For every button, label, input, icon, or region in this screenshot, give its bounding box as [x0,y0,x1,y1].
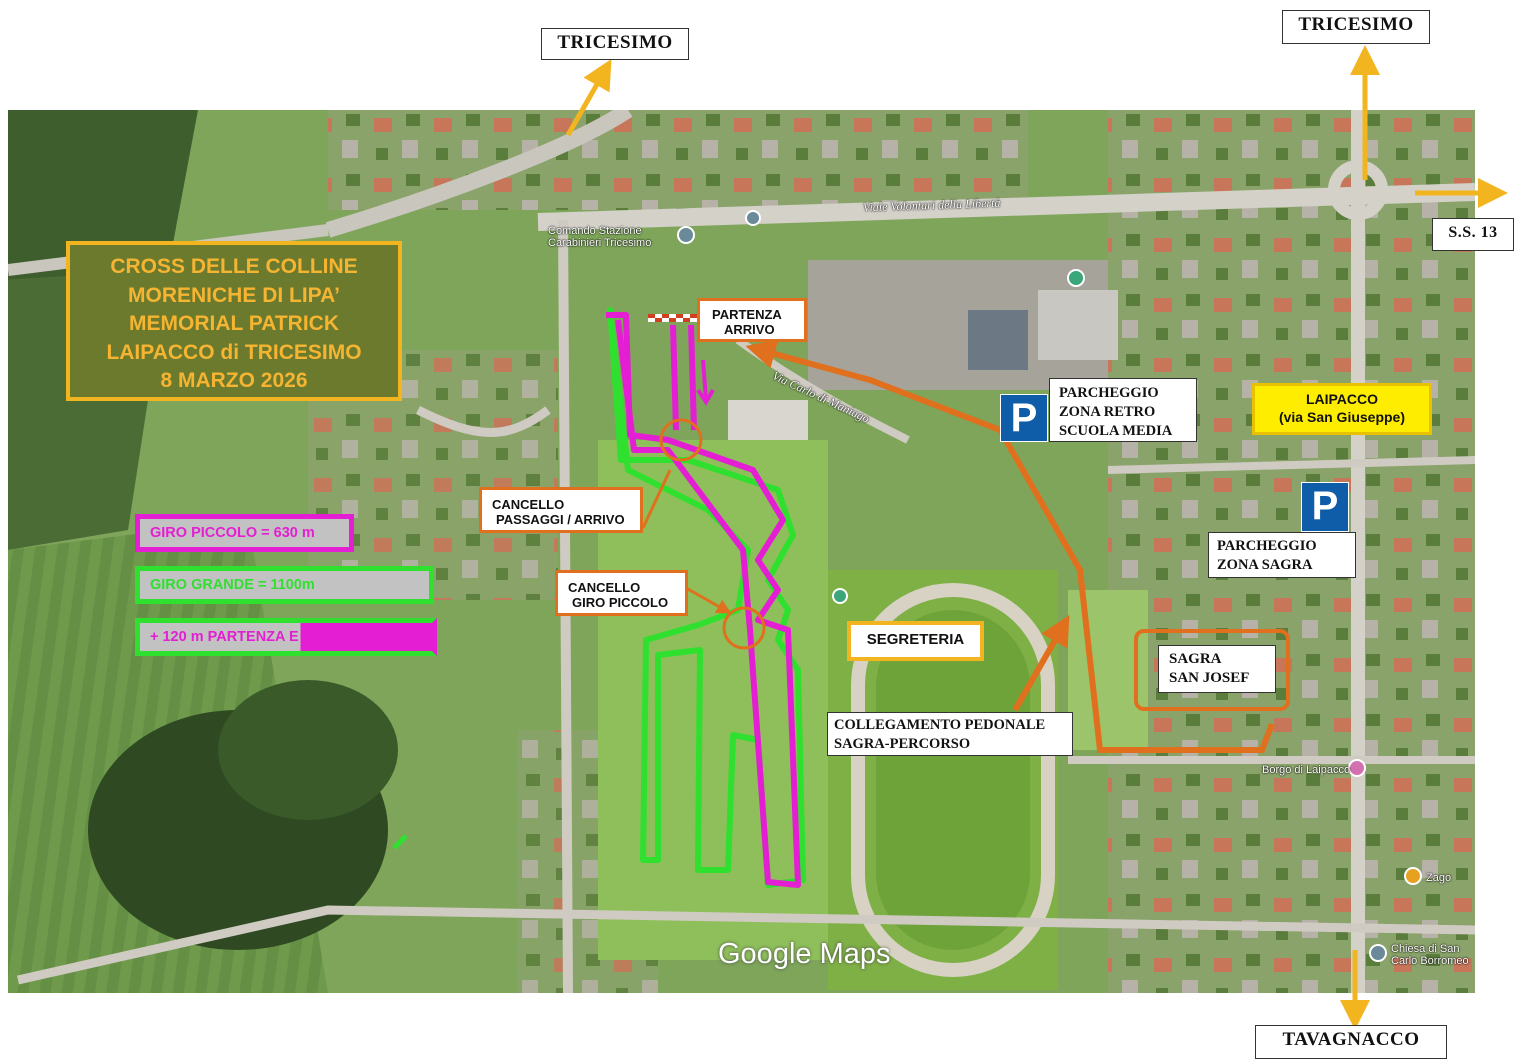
legend-giro-grande: GIRO GRANDE = 1100m [135,566,434,604]
direction-ss13: S.S. 13 [1432,218,1514,251]
dark-field [8,110,198,280]
label-parcheggio-sagra-line2: ZONA SAGRA [1217,557,1313,573]
google-maps-logo: Google Maps [718,938,891,970]
parking-icon-scuola: P [1000,394,1048,442]
label-segreteria: SEGRETERIA [847,621,984,661]
label-arrivo: ARRIVO [724,322,775,337]
label-laipacco-line2: (via San Giuseppe) [1278,409,1406,425]
zago-label: Zago [1426,872,1452,884]
chiesa-label: Chiesa di San Carlo Borromeo [1391,943,1469,967]
track-infield [876,610,1030,950]
label-partenza-arrivo: PARTENZA ARRIVO [697,298,807,342]
label-parcheggio-sagra: PARCHEGGIO ZONA SAGRA [1208,532,1356,578]
label-partenza: PARTENZA [712,307,782,322]
label-parcheggio-retro-line1: PARCHEGGIO [1059,385,1159,401]
gate-passaggi-circle [659,418,703,462]
road-south [17,905,1475,985]
poi-pin-icon[interactable] [745,210,761,226]
gym-roof [1038,290,1118,360]
green-marker [392,834,408,850]
legend-giro-piccolo: GIRO PICCOLO = 630 m [135,514,354,552]
label-laipacco: LAIPACCO (via San Giuseppe) [1252,383,1432,435]
label-cancello-passaggi-line1: CANCELLO [492,497,565,512]
borgo-label: Borgo di Laipacco [1262,764,1351,776]
building-roof [968,310,1028,370]
course-direction-arrow [696,359,715,406]
direction-tavagnacco: TAVAGNACCO [1255,1025,1447,1059]
label-cancello-giro-piccolo-line1: CANCELLO [568,580,641,595]
zago-pin-icon[interactable] [1404,867,1422,885]
label-sagra-line1: SAGRA [1169,651,1222,667]
label-cancello-passaggi-line2: PASSAGGI / ARRIVO [496,512,625,527]
chiesa-label-line1: Chiesa di San [1391,943,1460,955]
label-laipacco-line1: LAIPACCO [1305,391,1379,407]
carabinieri-label-line2: Carabinieri Tricesimo [548,237,652,249]
label-parcheggio-retro-line2: ZONA RETRO [1059,404,1156,420]
carabinieri-label: Comando Stazione Carabinieri Tricesimo [548,225,651,249]
road-viale-volontari [537,183,1475,231]
label-collegamento-line2: SAGRA-PERCORSO [834,736,971,752]
label-cancello-passaggi: CANCELLO PASSAGGI / ARRIVO [479,487,643,533]
parking-icon-sagra: P [1301,482,1349,532]
park-pin-icon[interactable] [1067,269,1085,287]
label-parcheggio-sagra-line1: PARCHEGGIO [1217,538,1317,554]
label-cancello-giro-piccolo: CANCELLO GIRO PICCOLO [555,570,688,616]
church-pin-icon[interactable] [1369,944,1387,962]
roundabout [1328,160,1388,220]
event-title-line2: MORENICHE DI LIPA’ [128,283,340,307]
label-collegamento-pedonale: COLLEGAMENTO PEDONALE SAGRA-PERCORSO [827,712,1073,756]
event-title-line1: CROSS DELLE COLLINE [110,255,358,278]
event-title-line3: MEMORIAL PATRICK [129,312,339,335]
event-title-box: CROSS DELLE COLLINE MORENICHE DI LIPA’ M… [66,241,402,401]
direction-tricesimo-left: TRICESIMO [541,28,689,60]
carabinieri-pin-icon[interactable] [677,226,695,244]
label-sagra-line2: SAN JOSEF [1169,670,1250,686]
event-title-line5: 8 MARZO 2026 [160,369,308,392]
direction-tricesimo-right: TRICESIMO [1282,10,1430,44]
label-collegamento-line1: COLLEGAMENTO PEDONALE [834,717,1046,733]
legend-partenza-arrivo: + 120 m PARTENZA E ARRIVO [135,618,437,656]
chiesa-label-line2: Carlo Borromeo [1391,955,1469,967]
label-sagra: SAGRA SAN JOSEF [1158,645,1276,693]
borgo-pin-icon[interactable] [1348,759,1366,777]
carabinieri-label-line1: Comando Stazione [548,225,642,237]
label-cancello-giro-piccolo-line2: GIRO PICCOLO [572,595,669,610]
event-title-line4: LAIPACCO di TRICESIMO [106,340,362,364]
woods [218,680,398,820]
road-local [415,405,551,437]
start-finish-line [648,314,704,322]
label-parcheggio-retro-line3: SCUOLA MEDIA [1059,423,1173,439]
sport-pin-icon[interactable] [832,588,848,604]
sagra-area-outline [1134,629,1290,711]
label-parcheggio-retro: PARCHEGGIO ZONA RETRO SCUOLA MEDIA [1049,378,1197,442]
